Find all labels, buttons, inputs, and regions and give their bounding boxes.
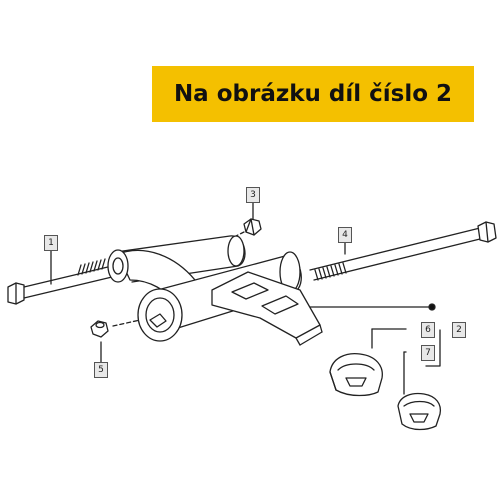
callout-label-6: 6 [421,322,435,338]
nut-5 [90,320,109,338]
bracket-line-2 [425,329,441,367]
callout-label-7: 7 [421,345,435,361]
dash-line-nut-5 [112,319,141,327]
bushing-6 [329,352,383,397]
bolt-1 [7,258,113,305]
bolt-4 [309,221,497,281]
callout-label-4: 4 [338,227,352,243]
bushing-7 [397,392,442,431]
banner-text: Na obrázku díl číslo 2 [173,81,453,107]
nut-3 [243,218,262,236]
part-number-banner: Na obrázku díl číslo 2 [152,66,474,122]
swing-arm [107,235,323,346]
callout-label-3: 3 [246,187,260,203]
marker-dot [428,303,436,311]
callout-label-1: 1 [44,235,58,251]
callout-label-2: 2 [452,322,466,338]
callout-label-5: 5 [94,362,108,378]
